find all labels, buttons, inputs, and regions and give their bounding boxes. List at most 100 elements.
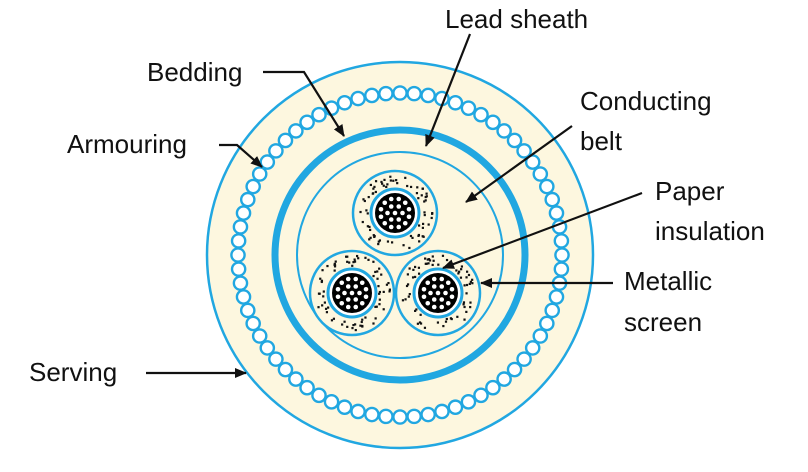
strand: [396, 196, 402, 202]
strand: [357, 290, 362, 296]
armour-wire: [473, 106, 489, 123]
insulation-dot: [388, 290, 391, 293]
serving-label: Serving: [29, 357, 117, 387]
insulation-dot: [369, 236, 372, 239]
paper-insulation-dots: [401, 254, 474, 329]
strand: [349, 290, 355, 296]
insulation-dot: [317, 306, 320, 309]
insulation-dot: [321, 269, 324, 272]
insulation-dot: [334, 260, 337, 263]
insulation-dot: [417, 197, 420, 200]
armour-wire: [299, 114, 315, 131]
strand: [359, 280, 365, 286]
insulation-dot: [360, 320, 363, 324]
insulation-dot: [406, 273, 409, 276]
insulation-dot: [405, 284, 409, 288]
strand: [421, 286, 427, 292]
insulation-dot: [366, 212, 369, 215]
insulation-dot: [326, 264, 329, 268]
insulation-dot: [427, 258, 431, 261]
insulation-dot: [378, 292, 381, 295]
insulation-dot: [352, 323, 355, 327]
insulation-dot: [327, 306, 330, 309]
conducting-belt-label-line2: belt: [580, 126, 623, 156]
strand: [339, 300, 345, 306]
armour-wire: [420, 87, 436, 104]
insulation-dot: [352, 261, 355, 264]
insulation-dot: [372, 192, 375, 195]
insulation-dot: [404, 298, 407, 301]
insulation-dot: [422, 222, 425, 225]
strand: [439, 297, 445, 302]
insulation-dot: [445, 317, 448, 321]
insulation-dot: [346, 260, 349, 263]
paper-insulation-leader: [442, 191, 643, 270]
insulation-dot: [356, 254, 359, 258]
armour-wire: [496, 371, 512, 387]
strand: [385, 210, 390, 216]
insulation-dot: [377, 240, 380, 243]
insulation-dot: [467, 273, 471, 277]
insulation-dot: [471, 282, 474, 285]
insulation-dot: [428, 259, 432, 262]
strand: [378, 206, 384, 212]
conductor-strands: [335, 276, 369, 310]
armour-wire: [277, 132, 294, 149]
insulation-dot: [445, 258, 449, 262]
paper-insulation-label-line2: insulation: [655, 216, 765, 246]
armour-wire: [232, 275, 249, 291]
strand: [431, 304, 437, 310]
insulation-dot: [353, 260, 357, 263]
insulation-dot: [408, 267, 411, 270]
armour-wire: [539, 178, 555, 195]
insulation-dot: [412, 268, 415, 271]
strand: [388, 224, 394, 230]
insulation-dot: [449, 261, 452, 264]
strand: [353, 276, 359, 282]
insulation-dot: [449, 317, 453, 320]
insulation-dot: [318, 292, 321, 295]
insulation-dot: [368, 225, 371, 228]
insulation-dot: [333, 269, 336, 272]
insulation-dot: [395, 179, 398, 182]
insulation-dot: [465, 310, 468, 313]
insulation-dot: [408, 292, 411, 296]
insulation-dot: [324, 307, 328, 310]
insulation-dot: [425, 262, 428, 265]
armour-wire: [230, 233, 247, 249]
lead-sheath-leader: [424, 33, 472, 147]
insulation-dot: [363, 199, 366, 203]
insulation-dot: [417, 266, 421, 269]
insulation-dot: [459, 276, 463, 279]
insulation-dot: [392, 179, 395, 182]
insulation-dot: [361, 318, 364, 321]
strand: [339, 280, 345, 286]
strand: [435, 290, 441, 296]
insulation-dot: [374, 305, 377, 308]
insulation-dot: [411, 276, 415, 279]
insulation-dot: [436, 321, 440, 324]
strand: [406, 206, 412, 212]
insulation-dot: [431, 212, 434, 215]
strand: [363, 286, 369, 292]
insulation-dot: [372, 274, 375, 278]
armour-wire: [392, 85, 408, 101]
armour-wire: [268, 351, 284, 367]
insulation-dot: [465, 292, 468, 295]
insulation-dot: [357, 257, 360, 260]
insulation-dot: [471, 278, 474, 281]
insulation-dot: [375, 305, 378, 308]
insulation-dot: [332, 317, 336, 320]
insulation-dot: [385, 283, 389, 286]
insulation-dot: [442, 324, 445, 328]
insulation-dot: [322, 290, 325, 293]
insulation-dot: [369, 183, 372, 187]
strand: [382, 200, 388, 206]
insulation-dot: [381, 182, 384, 185]
insulation-dot: [444, 320, 448, 323]
strand: [425, 280, 431, 286]
insulation-dot: [325, 311, 329, 314]
armour-wire: [516, 351, 532, 367]
insulation-dot: [369, 228, 372, 232]
insulation-dot: [466, 270, 469, 273]
